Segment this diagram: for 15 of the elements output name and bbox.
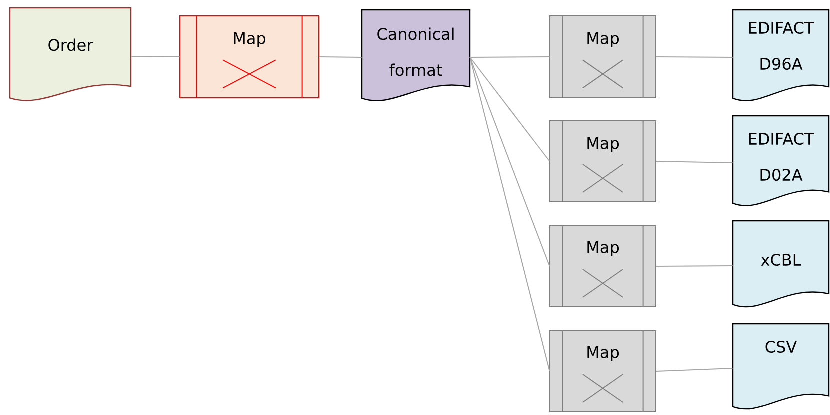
connector-line xyxy=(656,56,734,58)
map-box: Map xyxy=(180,16,320,98)
map-box: Map xyxy=(550,16,656,98)
connector-line xyxy=(470,56,550,58)
connector-line xyxy=(318,56,362,58)
connector-line xyxy=(470,57,550,372)
map-box: Map xyxy=(550,226,656,308)
connector-line xyxy=(656,266,734,267)
map-box: Map xyxy=(550,120,656,202)
connector-line xyxy=(130,56,180,58)
connector-line xyxy=(656,368,734,372)
connector-line xyxy=(470,57,550,162)
connector-line xyxy=(656,161,734,164)
connector-line xyxy=(470,57,550,267)
map-box: Map xyxy=(550,330,656,412)
